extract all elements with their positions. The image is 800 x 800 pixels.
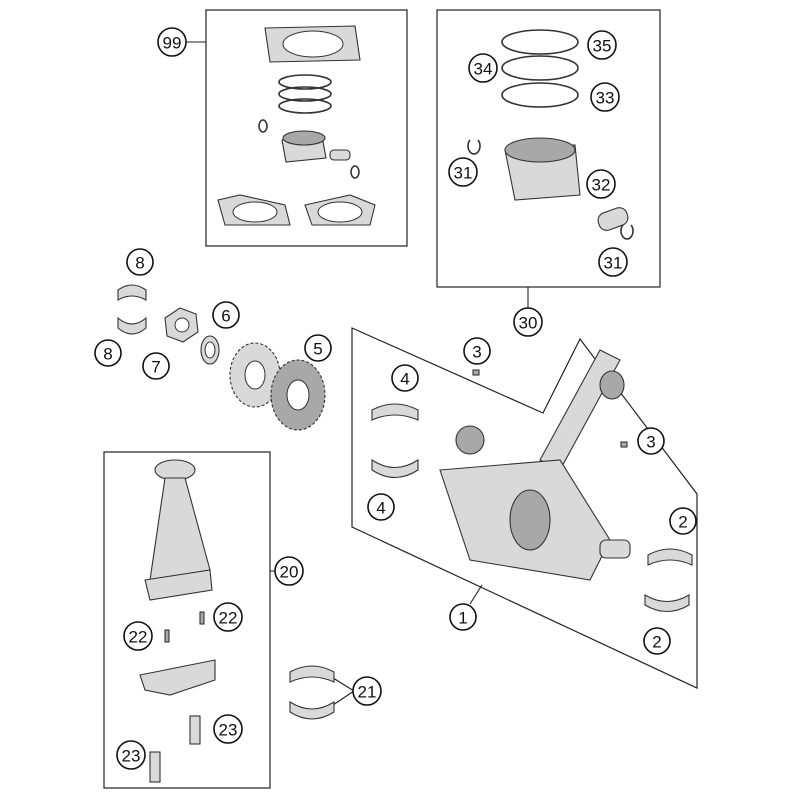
callout-circle — [586, 169, 616, 199]
callout-circle — [449, 603, 477, 631]
callout-22b: 22 — [123, 621, 153, 651]
group-box-crankshaft — [351, 327, 698, 689]
callout-circle — [463, 337, 491, 365]
callout-circle — [142, 352, 170, 380]
callout-4b: 4 — [367, 493, 395, 521]
callout-8b: 8 — [94, 339, 122, 367]
callout-circle — [274, 556, 304, 586]
ring-33 — [501, 82, 579, 108]
callout-32: 32 — [586, 169, 616, 199]
callout-circle — [116, 740, 146, 770]
callout-23a: 23 — [213, 714, 243, 744]
gear-parts — [117, 284, 326, 431]
ring-34 — [501, 55, 579, 81]
callout-circle — [590, 82, 620, 112]
callout-circle — [468, 53, 498, 83]
crankshaft-assembly — [371, 349, 693, 613]
ring-35 — [501, 29, 579, 55]
callout-number: 4 — [376, 499, 385, 518]
kit-99-parts — [217, 25, 376, 226]
callout-circle — [643, 627, 671, 655]
callout-3a: 3 — [463, 337, 491, 365]
callout-circle — [304, 334, 332, 362]
callout-number: 23 — [219, 721, 238, 740]
callout-22a: 22 — [213, 602, 243, 632]
callout-number: 20 — [280, 563, 299, 582]
callout-35: 35 — [587, 30, 617, 60]
group-box-20 — [103, 451, 271, 789]
callout-number: 31 — [604, 254, 623, 273]
callout-2a: 2 — [669, 507, 697, 535]
callout-8a: 8 — [126, 248, 154, 276]
callout-number: 8 — [103, 345, 112, 364]
callout-circle — [126, 248, 154, 276]
callout-number: 34 — [474, 60, 493, 79]
callout-number: 33 — [596, 89, 615, 108]
callout-number: 22 — [219, 609, 238, 628]
group-box-30 — [436, 9, 661, 288]
group-box-99 — [205, 9, 408, 247]
callout-circle — [448, 157, 478, 187]
callout-7: 7 — [142, 352, 170, 380]
callout-31a: 31 — [448, 157, 478, 187]
callout-number: 3 — [472, 343, 481, 362]
conrod-kit-parts — [139, 459, 335, 783]
callout-number: 6 — [221, 307, 230, 326]
callout-4a: 4 — [391, 364, 419, 392]
callout-circle — [637, 427, 665, 455]
callout-number: 3 — [646, 433, 655, 452]
callout-1: 1 — [449, 603, 477, 631]
callout-number: 2 — [652, 633, 661, 652]
callout-number: 99 — [163, 34, 182, 53]
callout-number: 1 — [458, 609, 467, 628]
callout-number: 8 — [135, 254, 144, 273]
callout-circle — [587, 30, 617, 60]
piston-pin — [597, 207, 629, 231]
callout-circle — [598, 247, 628, 277]
callout-number: 32 — [592, 176, 611, 195]
callout-23b: 23 — [116, 740, 146, 770]
callout-number: 35 — [593, 37, 612, 56]
callout-circle — [94, 339, 122, 367]
callout-2b: 2 — [643, 627, 671, 655]
callout-circle — [157, 27, 187, 57]
callout-circle — [367, 493, 395, 521]
callout-31b: 31 — [598, 247, 628, 277]
callout-number: 21 — [358, 683, 377, 702]
callout-circle — [212, 301, 240, 329]
callout-5: 5 — [304, 334, 332, 362]
callout-30: 30 — [513, 307, 543, 337]
callout-number: 4 — [400, 370, 409, 389]
callout-circle — [213, 602, 243, 632]
callout-circle — [669, 507, 697, 535]
callout-21: 21 — [352, 676, 382, 706]
callout-20: 20 — [274, 556, 304, 586]
callout-number: 23 — [122, 747, 141, 766]
callout-number: 31 — [454, 164, 473, 183]
callout-number: 22 — [129, 628, 148, 647]
callout-3b: 3 — [637, 427, 665, 455]
callout-number: 5 — [313, 340, 322, 359]
callout-number: 30 — [519, 314, 538, 333]
callout-circle — [123, 621, 153, 651]
callout-circle — [213, 714, 243, 744]
callout-33: 33 — [590, 82, 620, 112]
callout-6: 6 — [212, 301, 240, 329]
callout-number: 7 — [151, 358, 160, 377]
callout-34: 34 — [468, 53, 498, 83]
callout-circle — [513, 307, 543, 337]
callout-circle — [391, 364, 419, 392]
callout-number: 2 — [678, 513, 687, 532]
callout-circle — [352, 676, 382, 706]
piston-kit-parts — [467, 29, 634, 240]
conrod — [539, 349, 621, 471]
callout-99: 99 — [157, 27, 187, 57]
